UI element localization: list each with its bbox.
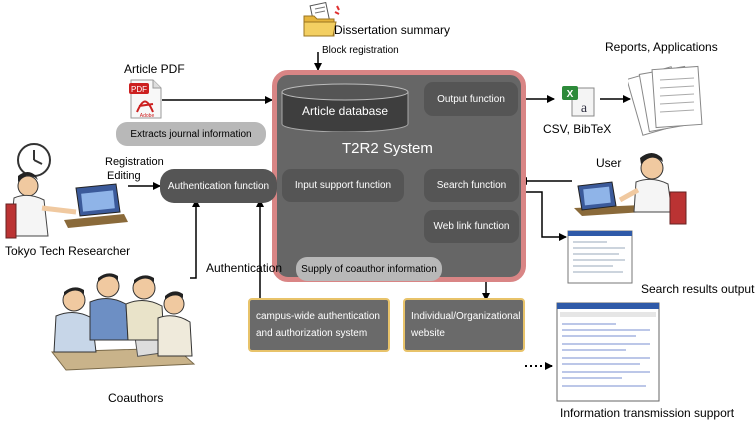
article-database-cylinder: [281, 83, 409, 132]
website-box: Individual/Organizational website: [403, 298, 525, 352]
csv-letter: a: [581, 101, 588, 116]
csv-file-icon: X a: [562, 86, 595, 117]
authentication-label: Authentication: [206, 261, 283, 275]
system-name: T2R2 System: [342, 140, 433, 157]
arrow-coauthors: [190, 199, 200, 279]
csv-bibtex-label: CSV, BibTeX: [543, 122, 612, 136]
search-results-output-label: Search results output: [641, 282, 755, 296]
search-results-icon: [567, 230, 633, 284]
extracts-journal-note: Extracts journal information: [116, 122, 266, 146]
pdf-brand-text: Adobe: [140, 113, 155, 119]
information-transmission-label: Information transmission support: [560, 406, 735, 420]
excel-badge-text: X: [567, 89, 574, 100]
coauthors-label: Coauthors: [108, 391, 164, 405]
dissertation-summary-label: Dissertation summary: [334, 23, 451, 37]
website-line2: website: [411, 328, 445, 339]
campus-auth-line2: and authorization system: [256, 328, 368, 339]
coauthors-illustration: [51, 273, 196, 371]
search-function: Search function: [424, 169, 519, 202]
reports-applications-label: Reports, Applications: [605, 40, 718, 54]
researcher-illustration: [5, 143, 128, 239]
campus-auth-line1: campus-wide authentication: [256, 311, 380, 322]
tokyo-tech-researcher-label: Tokyo Tech Researcher: [5, 244, 131, 258]
website-line1: Individual/Organizational: [411, 311, 521, 322]
campus-auth-box: campus-wide authentication and authoriza…: [248, 298, 390, 352]
user-illustration: [574, 153, 687, 225]
supply-coauthor-note: Supply of coauthor information: [296, 257, 442, 281]
pdf-file-icon: PDF Adobe: [129, 79, 162, 119]
reports-stack-icon: [628, 65, 703, 136]
block-registration-label: Block registration: [322, 45, 399, 56]
user-label: User: [596, 156, 622, 170]
website-screenshot-icon: [556, 302, 660, 402]
pdf-badge-text: PDF: [131, 85, 147, 94]
article-database-label: Article database: [301, 104, 389, 118]
output-function: Output function: [424, 82, 518, 116]
arrow-search-results: [519, 191, 567, 241]
input-support-function: Input support function: [282, 169, 404, 202]
authentication-function: Authentication function: [160, 169, 277, 203]
web-link-function: Web link function: [424, 210, 519, 243]
article-pdf-label: Article PDF: [124, 62, 185, 76]
registration-label: Registration: [105, 156, 164, 168]
folder-icon: [303, 2, 340, 37]
editing-label: Editing: [107, 170, 141, 182]
